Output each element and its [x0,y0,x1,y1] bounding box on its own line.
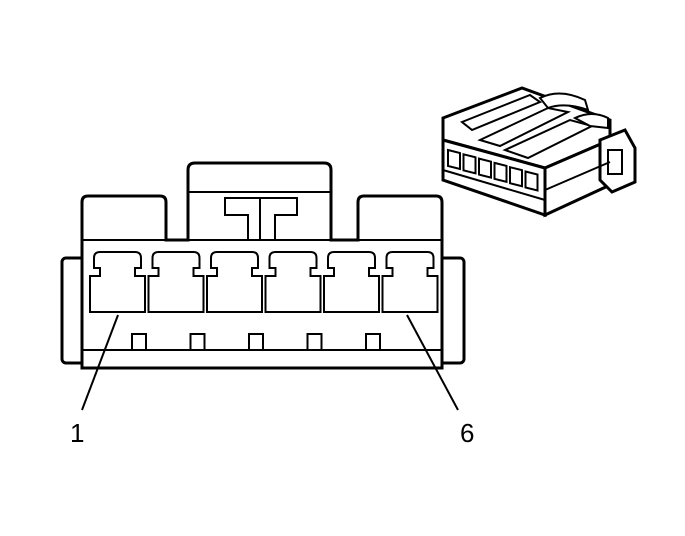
iso-latch-rear [572,113,609,130]
leader-line-pin-6 [406,314,459,411]
iso-latch-hump [538,92,590,112]
iso-latch-arm-a [460,93,543,132]
iso-cavity-4 [493,161,508,184]
iso-front-ledge [442,169,546,201]
terminal-cavities [89,251,439,313]
bottom-tabs [131,333,381,351]
pin-label-6: 6 [460,418,474,448]
iso-cavity-1 [447,148,461,171]
terminal-cavity-6 [381,251,439,313]
terminal-cavity-1 [89,251,146,313]
bottom-tab-2 [189,333,206,351]
pin-label-1: 1 [70,418,84,448]
iso-cavity-2 [462,153,477,175]
iso-cavity-3 [478,157,492,179]
connector-isometric-view [441,86,637,218]
iso-cavity-5 [509,165,523,188]
connector-face-view: 1 6 [60,161,474,448]
terminal-cavity-5 [323,251,380,313]
bottom-tab-4 [306,333,323,351]
terminal-cavity-4 [264,251,322,313]
leader-line-pin-1 [81,314,119,411]
bottom-tab-5 [365,333,381,351]
iso-end-tab [607,149,623,175]
iso-cavity-openings [447,148,539,192]
iso-latch-arm-b [477,106,572,148]
terminal-cavity-3 [206,251,263,313]
bottom-tab-3 [248,333,264,351]
iso-cavity-6 [524,170,539,192]
terminal-cavity-2 [147,251,205,313]
bottom-tab-1 [131,333,147,351]
iso-side-ledge [544,161,611,191]
connector-body-outline [80,161,444,370]
